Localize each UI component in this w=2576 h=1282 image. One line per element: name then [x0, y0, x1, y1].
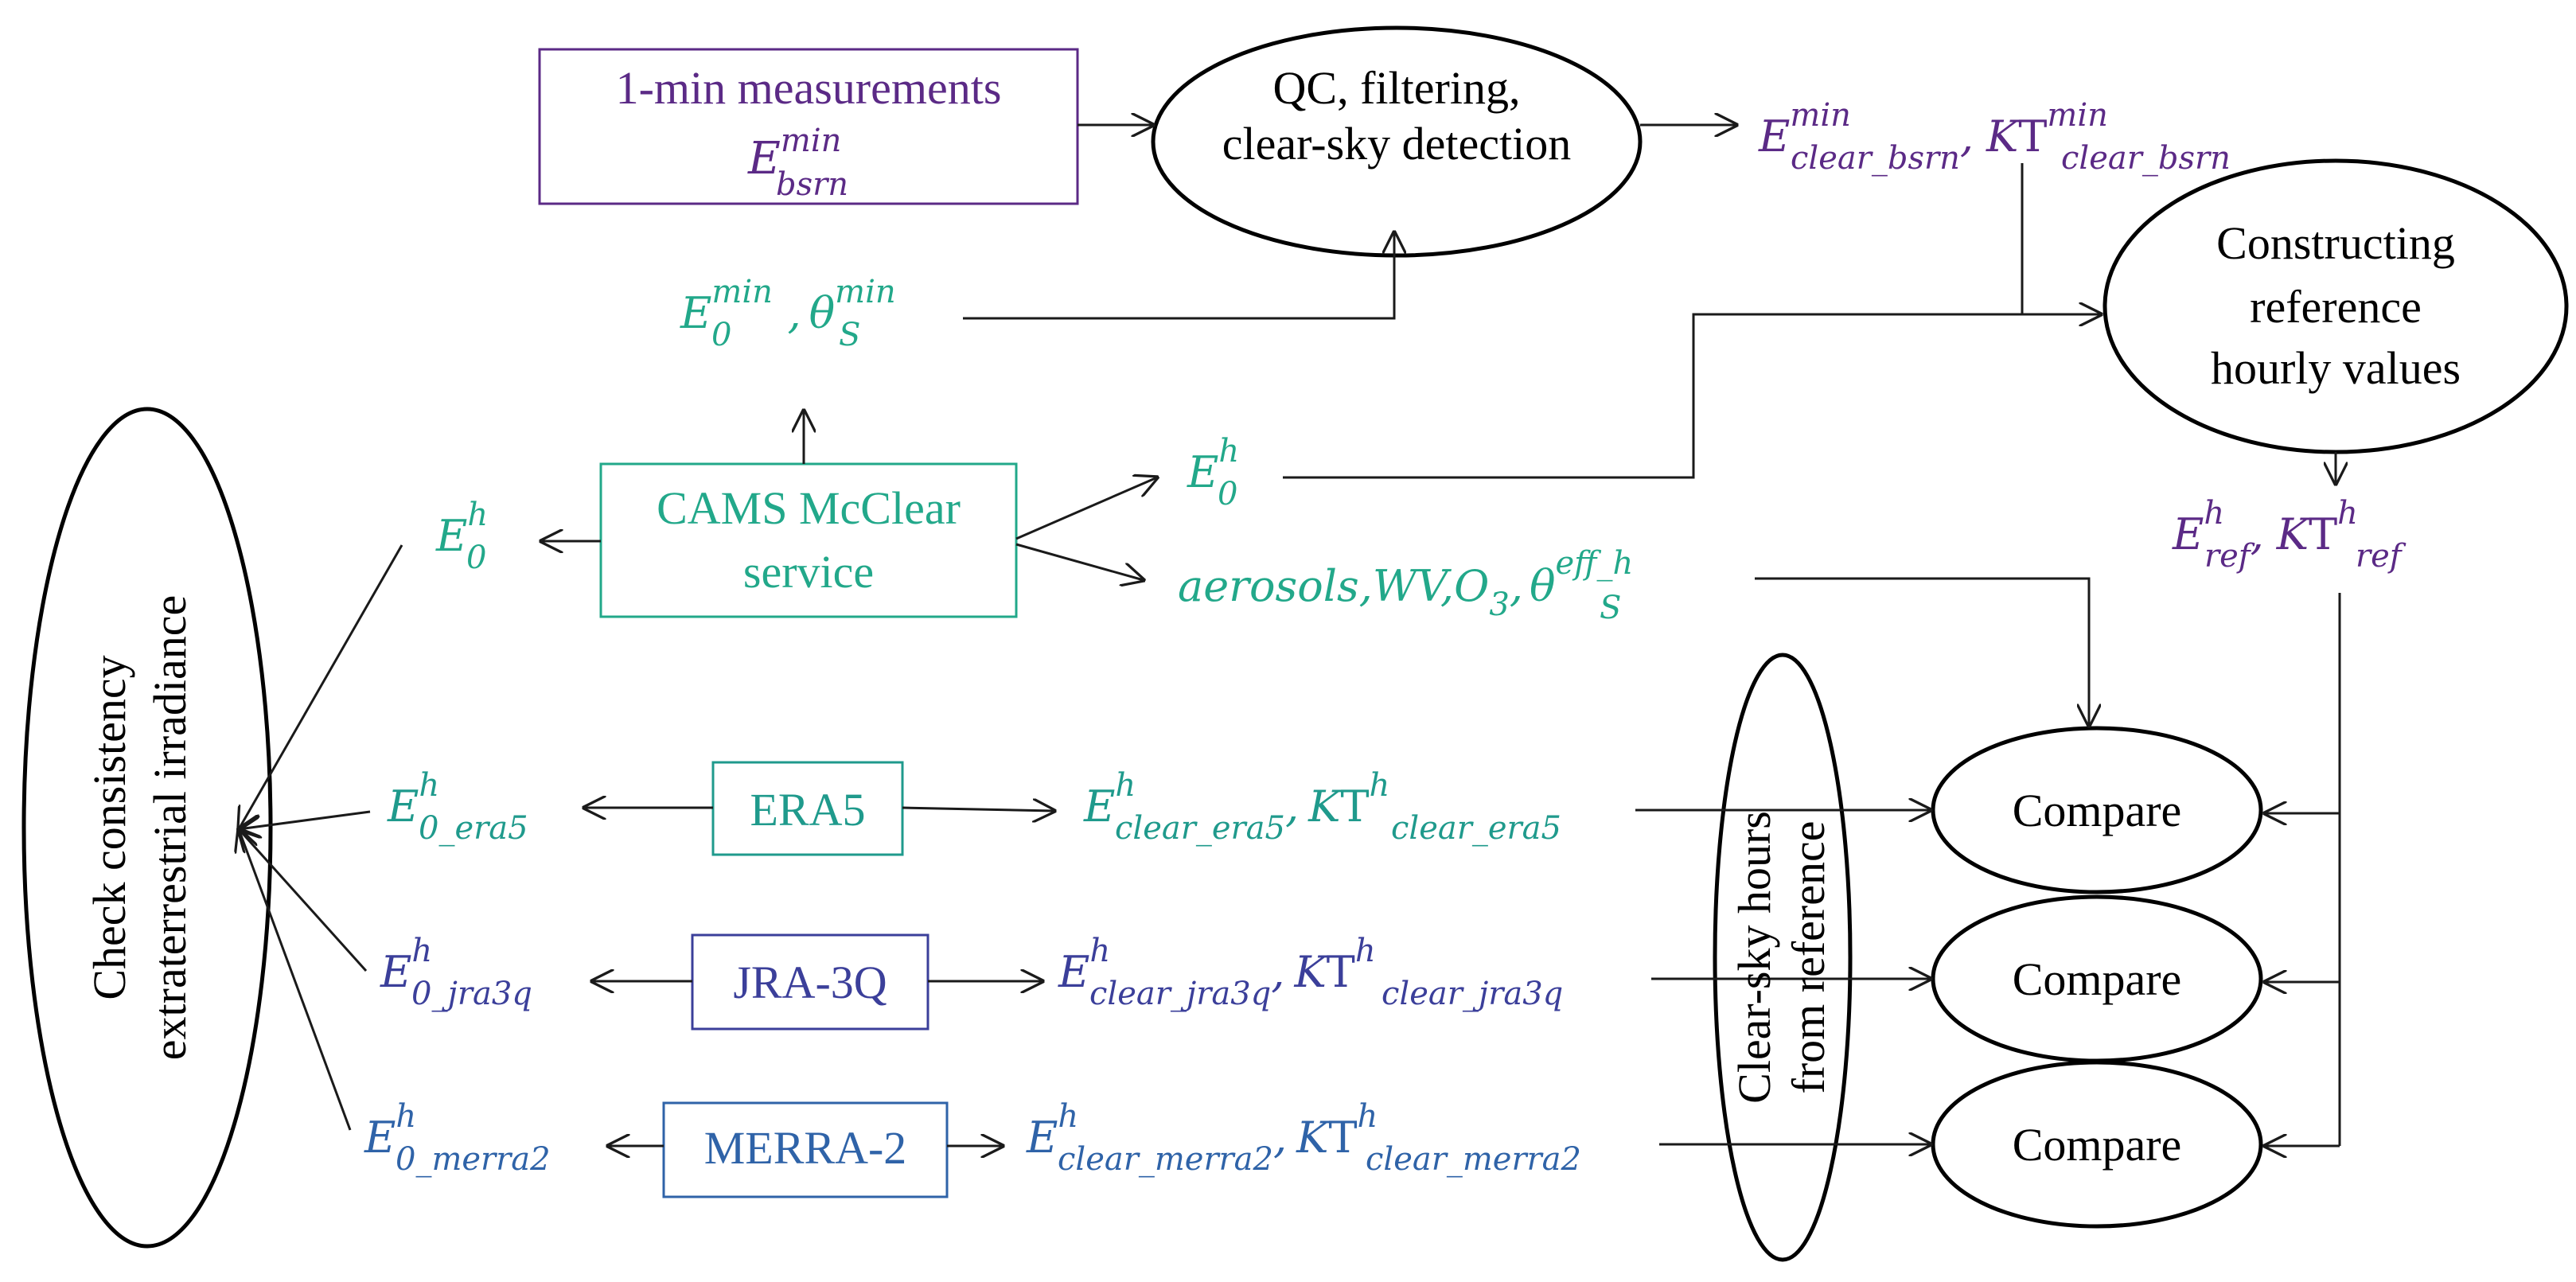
arrow-era5-right: [902, 808, 1054, 811]
constructing-line3: hourly values: [2211, 342, 2461, 394]
measurements-box: [538, 48, 1079, 205]
constructing-line2: reference: [2250, 281, 2422, 333]
merra2-box: [662, 1101, 949, 1198]
qc-line2: clear-sky detection: [1222, 118, 1571, 170]
compare3-label: Compare: [2013, 1119, 2182, 1171]
clearsky-line2: from reference: [1783, 821, 1834, 1094]
compare3-ellipse: [1931, 1060, 2263, 1229]
constructing-line1: Constructing: [2216, 217, 2455, 269]
cams-line1: CAMS McClear: [657, 482, 961, 534]
check-line1: Check consistency: [84, 655, 135, 999]
compare1-ellipse: [1931, 726, 2263, 894]
arrow-e0merra2-to-check: [239, 829, 352, 1131]
arrow-e0h-to-constructing: [1283, 314, 2101, 479]
jra3q-label: JRA-3Q: [733, 957, 887, 1008]
arrow-cams-to-aerosols: [1015, 543, 1144, 580]
check-ellipse: [21, 407, 273, 1249]
era5-label: ERA5: [750, 784, 866, 836]
qc-line1: QC, filtering,: [1273, 62, 1521, 114]
merra2-label: MERRA-2: [704, 1122, 907, 1174]
arrow-e0jra3q-to-check: [239, 829, 368, 972]
clearsky-line1: Clear-sky hours: [1728, 811, 1780, 1104]
clearsky-ellipse: [1713, 653, 1853, 1262]
arrow-cams-to-e0right: [1015, 477, 1157, 540]
check-line2: extraterrestrial irradiance: [144, 595, 196, 1060]
arrow-e0theta-to-qc: [963, 232, 1394, 320]
arrow-aerosols-to-compare1: [1755, 577, 2089, 726]
cams-line2: service: [743, 546, 874, 598]
qc-ellipse: [1151, 25, 1643, 258]
arrow-e0left-to-check: [239, 544, 403, 829]
compare1-label: Compare: [2013, 785, 2182, 836]
compare2-label: Compare: [2013, 953, 2182, 1005]
measurements-line1: 1-min measurements: [616, 62, 1002, 114]
arrow-e0era5-to-check: [239, 810, 371, 829]
